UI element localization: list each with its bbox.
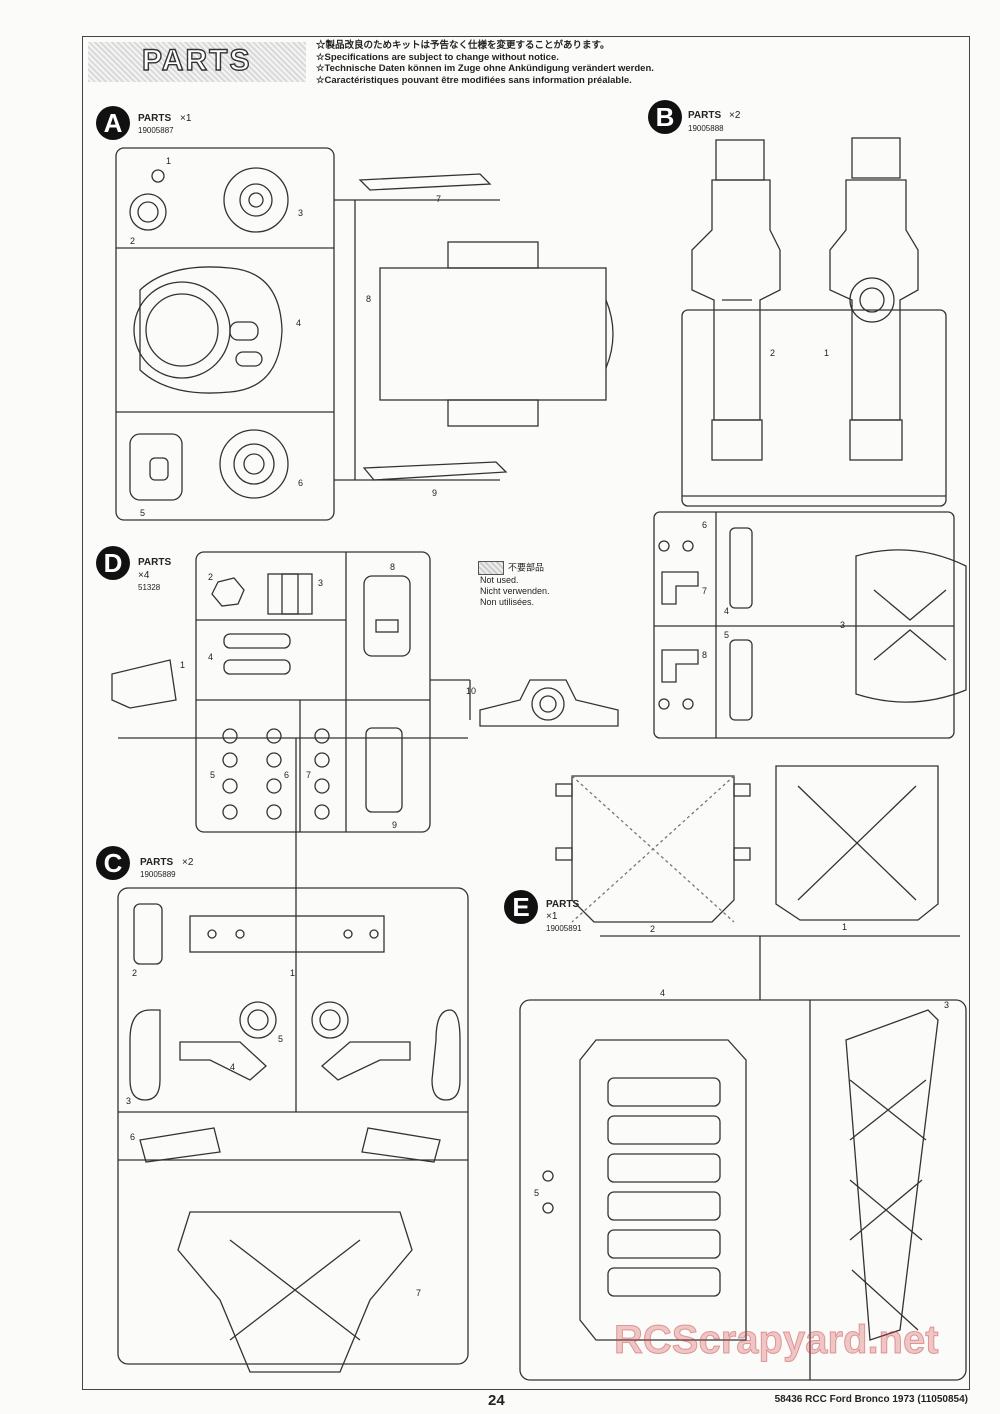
b-label-1: 1 [824,348,830,358]
not-used-jp: 不要部品 [508,562,545,573]
tree-a-number: 19005887 [138,126,174,135]
footer-title: 58436 RCC Ford Bronco 1973 (11050854) [774,1394,968,1405]
not-used-legend: 不要部品 Not used. Nicht verwenden. Non util… [478,561,550,608]
b-label-2: 2 [770,348,776,358]
tree-e-chassis-cells [607,1077,721,1297]
a-label-5: 5 [140,508,146,518]
a-label-2: 2 [130,236,136,246]
a-label-9: 9 [432,488,438,498]
tree-a-qty: ×1 [180,113,192,124]
tree-d-qty: ×4 [138,570,150,581]
watermark: RCScrapyard.net [614,1318,940,1363]
e-label-2: 2 [650,924,656,934]
a-label-1: 1 [166,156,172,166]
tree-b-badge: B [648,100,682,134]
a-label-4: 4 [296,318,302,328]
note-jp: ☆製品改良のためキットは予告なく仕様を変更することがあります。 [316,40,610,51]
c-label-5: 5 [278,1034,284,1044]
e-label-4: 4 [660,988,666,998]
tree-a-title: PARTS [138,113,172,124]
b-label-4: 4 [724,606,730,616]
not-used-fr: Non utilisées. [480,597,535,607]
d-label-6: 6 [284,770,290,780]
d-label-1: 1 [180,660,186,670]
parts-banner-text: PARTS [141,43,252,77]
tree-c-badge: C [96,846,130,880]
page-frame [82,36,970,1390]
tree-d-badge: D [96,546,130,580]
a-label-6: 6 [298,478,304,488]
tree-e-number: 19005891 [546,924,582,933]
d-label-9: 9 [392,820,398,830]
spec-notes: ☆製品改良のためキットは予告なく仕様を変更することがあります。 ☆Specifi… [316,40,654,86]
tree-e-qty: ×1 [546,911,558,922]
tree-a-badge: A [96,106,130,140]
a-label-3: 3 [298,208,304,218]
c-label-3: 3 [126,1096,132,1106]
c-label-2: 2 [132,968,138,978]
c-label-1: 1 [290,968,296,978]
not-used-en: Not used. [480,575,519,585]
note-fr: ☆Caractéristiques pouvant être modifiées… [316,74,632,86]
b-label-5: 5 [724,630,730,640]
b-label-7: 7 [702,586,708,596]
d-label-8: 8 [390,562,396,572]
b-label-3: 3 [840,620,846,630]
tree-d-small-parts [222,728,330,820]
tree-e-upper-drawing [555,765,960,1000]
c-label-7: 7 [416,1288,422,1298]
d-label-10: 10 [466,686,477,696]
tree-b-qty: ×2 [729,110,741,121]
d-label-7: 7 [306,770,312,780]
tree-b-number: 19005888 [688,124,724,133]
tree-d-drawing [111,551,619,833]
c-label-4: 4 [230,1062,236,1072]
tree-c-number: 19005889 [140,870,176,879]
tree-d-number: 51328 [138,583,161,592]
not-used-de: Nicht verwenden. [480,586,550,596]
a-label-8: 8 [366,294,372,304]
e-label-3: 3 [944,1000,950,1010]
tree-c-drawing [117,737,469,1373]
tree-e-badge: E [504,890,538,924]
e-label-5: 5 [534,1188,540,1198]
not-used-swatch [478,561,504,575]
parts-banner: PARTS [88,42,306,82]
b-label-8: 8 [702,650,708,660]
d-label-2: 2 [208,572,214,582]
tree-b-title: PARTS [688,110,722,121]
tree-b-drawing [653,137,967,739]
e-label-1: 1 [842,922,848,932]
d-label-5: 5 [210,770,216,780]
tree-a-drawing [115,147,614,521]
note-en: ☆Specifications are subject to change wi… [316,51,559,63]
b-label-6: 6 [702,520,708,530]
note-de: ☆Technische Daten können im Zuge ohne An… [316,63,654,74]
tree-e-lower-drawing [519,999,967,1381]
page-number: 24 [488,1392,505,1409]
d-label-4: 4 [208,652,214,662]
a-label-7: 7 [436,194,442,204]
tree-e-title: PARTS [546,899,580,910]
c-label-6: 6 [130,1132,136,1142]
d-label-3: 3 [318,578,324,588]
tree-d-title: PARTS [138,557,172,568]
tree-c-qty: ×2 [182,857,194,868]
tree-c-title: PARTS [140,857,174,868]
